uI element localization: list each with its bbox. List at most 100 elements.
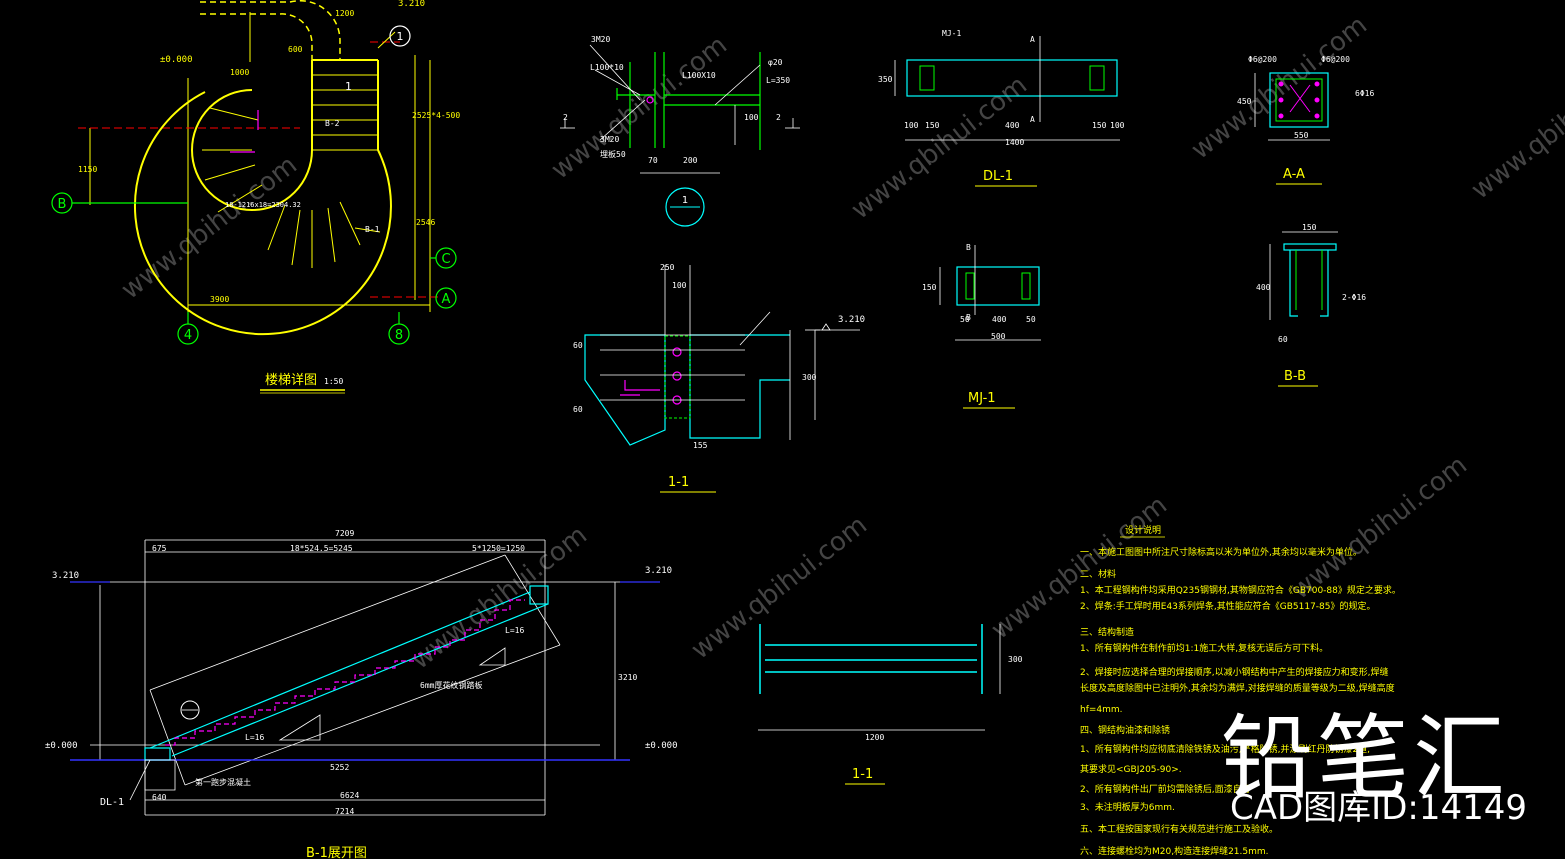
b1-7214: 7214 <box>335 807 354 816</box>
s11-100: 100 <box>672 281 687 290</box>
label-steps: 18-1216x18=2304.32 <box>225 201 301 209</box>
bb-400: 400 <box>1256 283 1271 292</box>
s11-300: 300 <box>802 373 817 382</box>
d1-2-left: 2 <box>563 113 568 122</box>
d1-angle2: L100X10 <box>682 71 716 80</box>
dl1-dim-400: 400 <box>1005 121 1020 130</box>
detail-1-connection: 3M20 L100*10 L100X10 φ20 L=350 3M20 埋板50… <box>560 35 800 227</box>
notes-line: 二、材料 <box>1080 568 1116 580</box>
notes-line: 1、所有钢构件均应彻底清除铁锈及油污,严格除锈,并涂刷红丹防锈漆2道, <box>1080 743 1370 755</box>
d1-plate: 埋板50 <box>600 149 626 159</box>
watermark-id: CAD图库ID:14149 <box>1229 788 1527 828</box>
section-mark-1: 1 <box>397 30 404 43</box>
design-notes: 设计说明 一、本施工图图中所注尺寸除标高以米为单位外,其余均以毫米为单位。二、材… <box>1080 524 1401 857</box>
s11-250: 250 <box>660 263 675 272</box>
notes-line: 长度及高度除图中已注明外,其余均为满焊,对接焊缝的质量等级为二级,焊缝高度 <box>1080 682 1395 694</box>
dl1-dim-150a: 150 <box>925 121 940 130</box>
dim-2811: 2525*4-500 <box>412 111 460 120</box>
s11-155: 155 <box>693 441 708 450</box>
stair-plan: B C A 4 8 1 3.210 ±0.000 3900 1200 600 1… <box>51 0 460 394</box>
bb-60: 60 <box>1278 335 1288 344</box>
b1-l2: L=16 <box>505 626 524 635</box>
b1-title: B-1展开图 <box>306 846 367 859</box>
b1-6624: 6624 <box>340 791 359 800</box>
s11-title: 1-1 <box>668 475 689 490</box>
axis-c-label: C <box>441 252 450 267</box>
notes-line: 一、本施工图图中所注尺寸除标高以米为单位外,其余均以毫米为单位。 <box>1080 546 1362 558</box>
b1-675: 675 <box>152 544 167 553</box>
label-flight-1: 1 <box>345 80 352 93</box>
mj1-b-bot: B <box>966 313 971 322</box>
notes-line: 三、结构制造 <box>1080 626 1134 638</box>
axis-b-label: B <box>58 197 67 212</box>
notes-line: 五、本工程按国家现行有关规范进行施工及验收。 <box>1080 823 1278 835</box>
dl1-dim-150b: 150 <box>1092 121 1107 130</box>
dim-1000: 1000 <box>230 68 249 77</box>
label-b2: B-2 <box>325 119 340 128</box>
plan-elev-top: 3.210 <box>398 0 425 9</box>
b1-dl1: DL-1 <box>100 797 124 808</box>
s11-elev: 3.210 <box>838 315 865 325</box>
dim-1200: 1200 <box>335 9 354 18</box>
b1-note: 6mm厚花纹钢踏板 <box>420 680 482 690</box>
dl1-dim-100b: 100 <box>1110 121 1125 130</box>
notes-line: 六、连接螺栓均为M20,构造连接焊缝21.5mm. <box>1080 845 1269 857</box>
d1-2-right: 2 <box>776 113 781 122</box>
d1-angle: L100*10 <box>590 63 624 72</box>
dl1-mj1-label: MJ-1 <box>942 29 961 38</box>
dl1-dim-1400: 1400 <box>1005 138 1024 147</box>
notes-line: 2、焊条:手工焊时用E43系列焊条,其性能应符合《GB5117-85》的规定。 <box>1080 600 1376 612</box>
bb-section: 150 400 2-Φ16 60 B-B <box>1256 223 1366 387</box>
mj1-detail: B B 500 50 400 50 150 MJ-1 <box>922 243 1041 409</box>
axis-8-label: 8 <box>395 328 403 343</box>
notes-line: 1、所有钢构件在制作前均1:1施工大样,复核无误后方可下料。 <box>1080 642 1328 654</box>
b1-7209: 7209 <box>335 529 354 538</box>
dl1-dim-100a: 100 <box>904 121 919 130</box>
bb-title: B-B <box>1284 369 1306 384</box>
b1-5250: 5*1250=1250 <box>472 544 525 553</box>
dim-1150: 1150 <box>78 165 97 174</box>
d1-bolt-phi: φ20 <box>768 58 783 67</box>
dim-2546: 2546 <box>416 218 435 227</box>
b1-640: 640 <box>152 793 167 802</box>
b1-zero-right: ±0.000 <box>645 741 678 751</box>
notes-title: 设计说明 <box>1125 524 1161 536</box>
b1-elev-left: 3.210 <box>52 571 79 581</box>
bb-150: 150 <box>1302 223 1317 232</box>
dim-3900: 3900 <box>210 295 229 304</box>
dim-600: 600 <box>288 45 303 54</box>
notes-line: hf=4mm. <box>1080 705 1123 715</box>
aa-550: 550 <box>1294 131 1309 140</box>
mj1-title: MJ-1 <box>968 391 996 406</box>
aa-section: Φ6@200 Φ6@200 6Φ16 550 450 A-A <box>1237 55 1374 185</box>
b1-first: 第一跑步混凝土 <box>195 777 251 787</box>
d1-200: 200 <box>683 156 698 165</box>
d1-bolt-top: 3M20 <box>591 35 610 44</box>
watermark-brand: 铅笔汇 <box>1220 705 1509 812</box>
notes-line: 2、所有钢构件出厂前均需除锈后,面漆自行 <box>1080 783 1251 795</box>
notes-line: 四、钢结构油漆和除锈 <box>1080 724 1170 736</box>
lower-s11-title: 1-1 <box>852 767 873 782</box>
b1-zero-left: ±0.000 <box>45 741 78 751</box>
b1-3210: 3210 <box>618 673 637 682</box>
stair-plan-scale: 1:50 <box>324 377 343 386</box>
bb-rebar: 2-Φ16 <box>1342 293 1366 302</box>
section-1-1: 3.210 250 100 300 155 60 60 1-1 <box>573 263 865 493</box>
b1-elev-right: 3.210 <box>645 566 672 576</box>
dl1-a-top: A <box>1030 35 1035 44</box>
aa-top-left: Φ6@200 <box>1248 55 1277 64</box>
plan-elev-left: ±0.000 <box>160 55 193 65</box>
aa-side: 6Φ16 <box>1355 89 1374 98</box>
lower-300: 300 <box>1008 655 1023 664</box>
d1-len: L=350 <box>766 76 790 85</box>
d1-bolt-bot: 3M20 <box>600 135 619 144</box>
aa-450: 450 <box>1237 97 1252 106</box>
d1-circle-label: 1 <box>682 195 688 206</box>
mj1-150: 150 <box>922 283 937 292</box>
mj1-50b: 50 <box>1026 315 1036 324</box>
lower-section-1-1: 1200 300 1-1 <box>758 624 1023 785</box>
notes-line: 1、本工程钢构件均采用Q235钢钢材,其物钢应符合《GB700-88》规定之要求… <box>1080 584 1401 596</box>
mj1-50a: 50 <box>960 315 970 324</box>
lower-1200: 1200 <box>865 733 884 742</box>
